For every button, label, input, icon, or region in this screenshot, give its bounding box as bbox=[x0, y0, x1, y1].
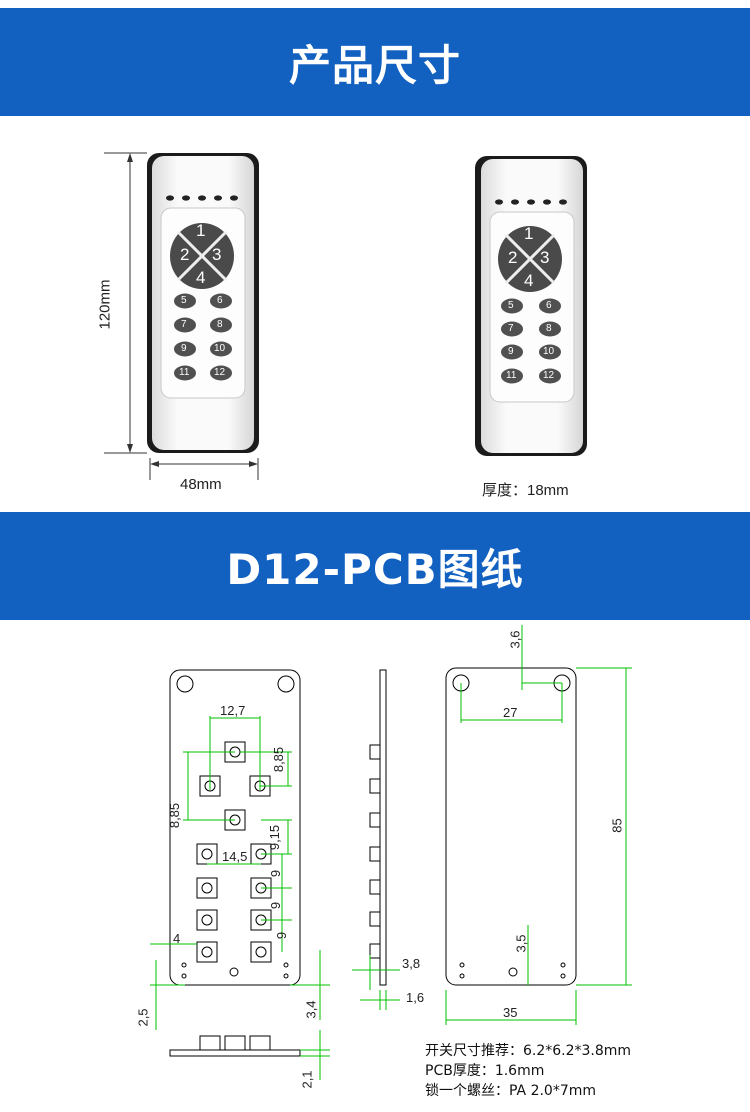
button-6: 6 bbox=[217, 295, 223, 306]
pcb-side-board bbox=[379, 669, 387, 986]
dim-9-a: 9 bbox=[268, 869, 284, 878]
button-9: 9 bbox=[181, 343, 187, 354]
section-title: D12-PCB图纸 bbox=[226, 544, 524, 594]
dim-9-c: 9 bbox=[274, 931, 290, 940]
spec-notes: 开关尺寸推荐：6.2*6.2*3.8mm PCB厚度：1.6mm 锁一个螺丝：P… bbox=[425, 1041, 631, 1101]
button-1: 1 bbox=[196, 221, 206, 240]
dim-9-b: 9 bbox=[268, 901, 284, 910]
pcb-bottom-board bbox=[169, 1049, 301, 1057]
button-4: 4 bbox=[196, 268, 206, 287]
note-pcb-thickness: PCB厚度：1.6mm bbox=[425, 1063, 545, 1079]
button-8: 8 bbox=[546, 323, 552, 334]
section-title: 产品尺寸 bbox=[288, 40, 461, 90]
button-3: 3 bbox=[212, 245, 222, 264]
section-banner-dimensions: 产品尺寸 bbox=[0, 8, 750, 116]
section-banner-pcb: D12-PCB图纸 bbox=[0, 512, 750, 620]
remote-side-view bbox=[475, 156, 587, 456]
dim-2-5: 2,5 bbox=[135, 1008, 151, 1027]
dim-8-85-right: 8,85 bbox=[271, 746, 287, 773]
button-12: 12 bbox=[214, 367, 226, 378]
width-dimension: 48mm bbox=[180, 476, 222, 493]
button-8: 8 bbox=[217, 319, 223, 330]
dim-4: 4 bbox=[173, 931, 181, 946]
button-2: 2 bbox=[508, 248, 518, 267]
product-illustration bbox=[104, 152, 587, 480]
dim-3-5: 3,5 bbox=[513, 934, 529, 953]
dim-27: 27 bbox=[503, 705, 518, 720]
button-3: 3 bbox=[540, 248, 550, 267]
button-11: 11 bbox=[506, 370, 517, 381]
dim-35: 35 bbox=[503, 1005, 518, 1020]
button-4: 4 bbox=[524, 271, 534, 290]
button-10: 10 bbox=[543, 346, 555, 357]
button-6: 6 bbox=[546, 300, 552, 311]
dim-2-1: 2,1 bbox=[299, 1070, 315, 1089]
remote-front-view bbox=[147, 153, 259, 453]
note-switch-size: 开关尺寸推荐：6.2*6.2*3.8mm bbox=[425, 1043, 632, 1059]
pcb-back-board bbox=[445, 667, 577, 986]
pcb-front-board bbox=[169, 669, 301, 986]
button-2: 2 bbox=[180, 245, 190, 264]
button-1: 1 bbox=[524, 224, 534, 243]
dim-8-85-left: 8,85 bbox=[167, 802, 183, 829]
button-11: 11 bbox=[179, 367, 190, 378]
button-5: 5 bbox=[508, 300, 514, 311]
dim-9-15: 9,15 bbox=[267, 824, 283, 851]
dim-3-4: 3,4 bbox=[303, 1000, 319, 1019]
thickness-dimension: 厚度：18mm bbox=[482, 482, 569, 499]
dim-1-6: 1,6 bbox=[406, 990, 425, 1005]
dim-14-5: 14,5 bbox=[222, 849, 248, 864]
button-7: 7 bbox=[181, 319, 187, 330]
dim-85: 85 bbox=[609, 818, 625, 833]
note-screw: 锁一个螺丝：PA 2.0*7mm bbox=[425, 1083, 597, 1099]
button-7: 7 bbox=[508, 323, 514, 334]
button-12: 12 bbox=[543, 370, 555, 381]
button-5: 5 bbox=[181, 295, 187, 306]
dim-3-8: 3,8 bbox=[402, 956, 421, 971]
dim-12-7: 12,7 bbox=[220, 703, 246, 718]
button-9: 9 bbox=[508, 346, 514, 357]
dim-3-6: 3,6 bbox=[507, 630, 523, 649]
remote1-labels: 1 2 3 4 5 6 7 8 9 10 11 12 1 2 3 4 5 6 7… bbox=[0, 0, 750, 512]
button-10: 10 bbox=[214, 343, 226, 354]
